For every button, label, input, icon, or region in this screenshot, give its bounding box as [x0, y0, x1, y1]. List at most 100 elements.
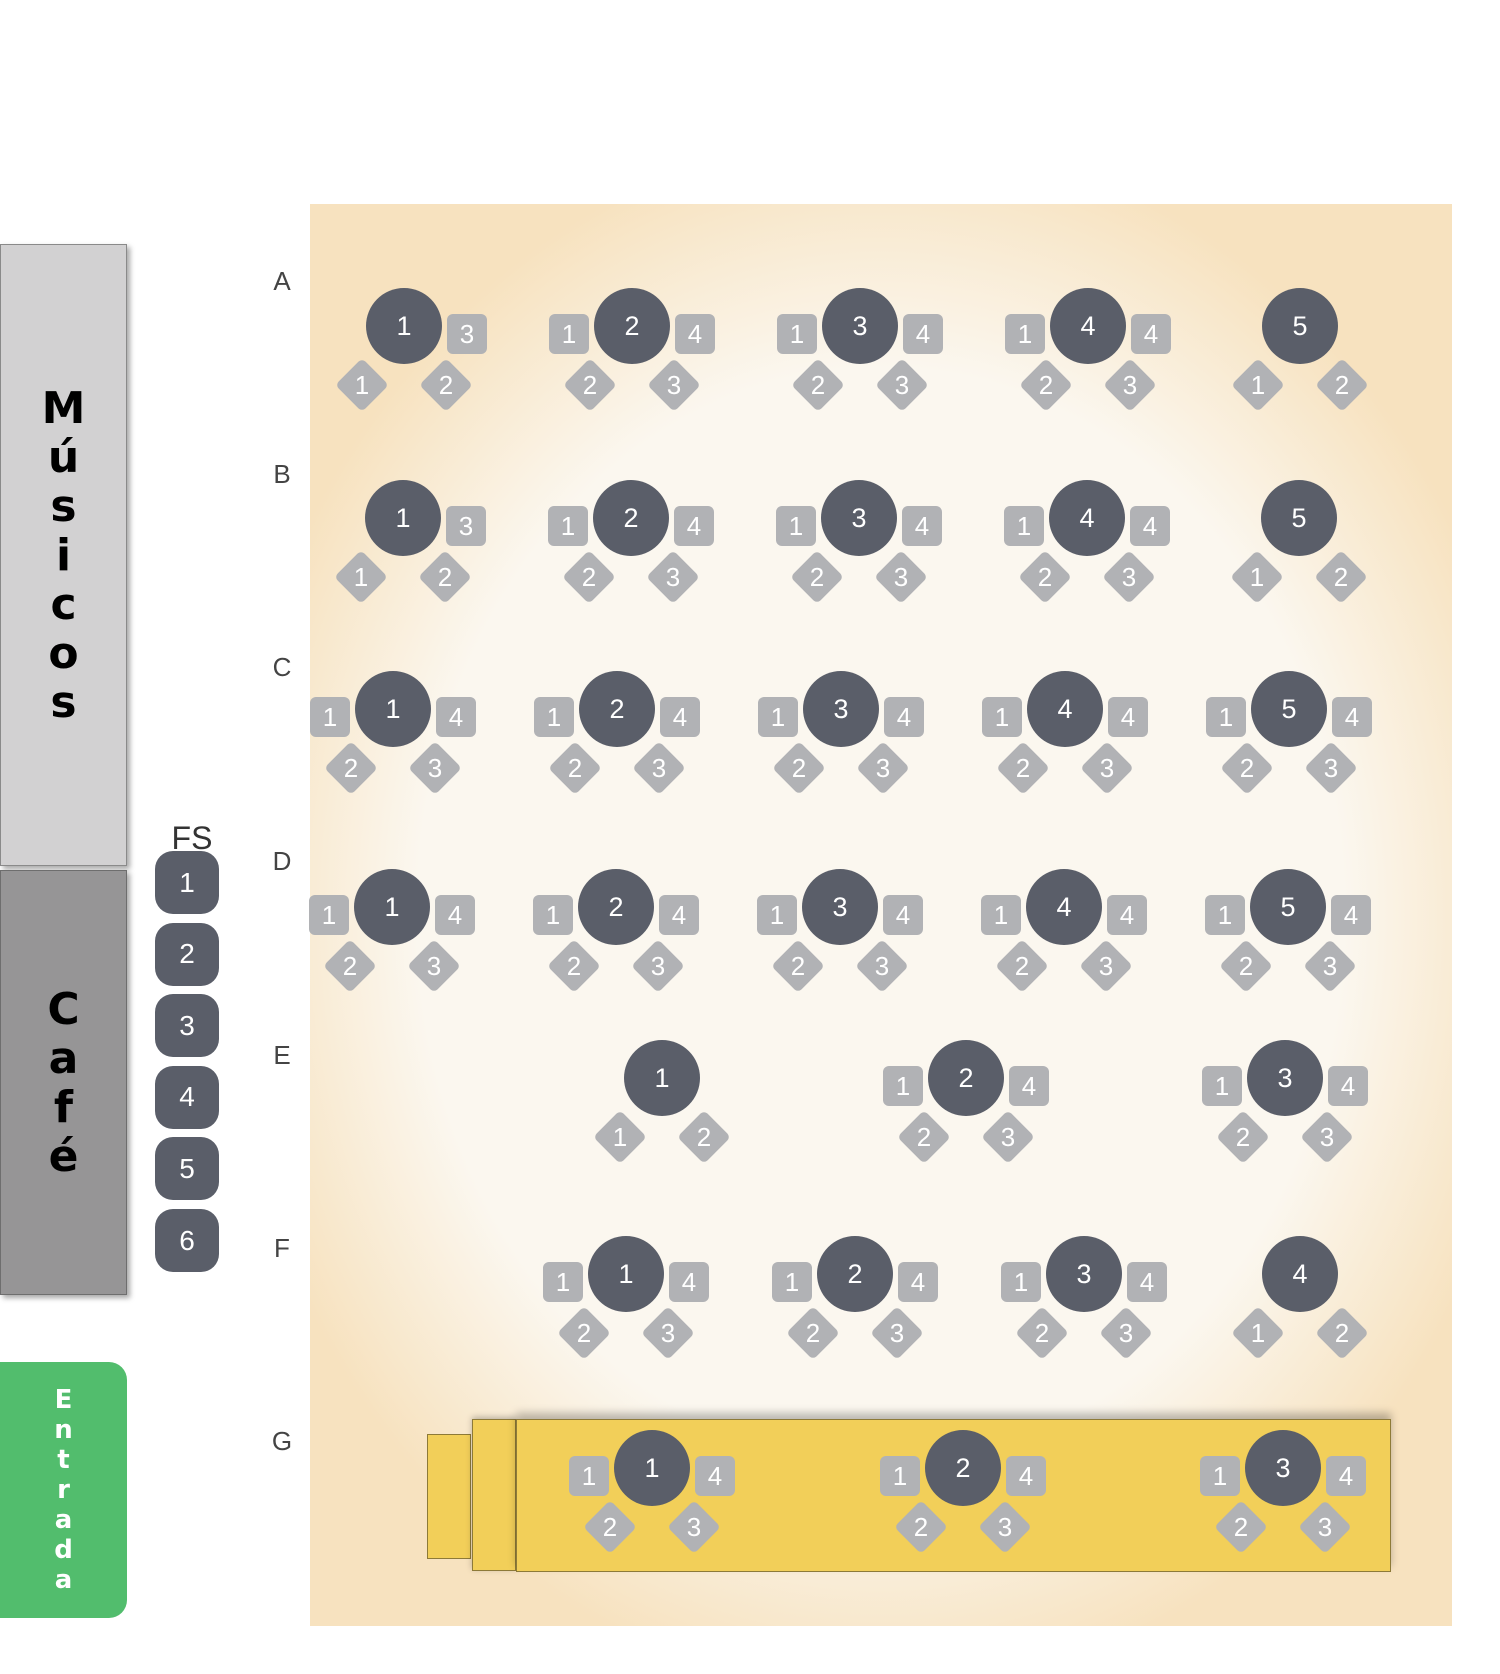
seat-diamond[interactable]: 3 [1298, 1500, 1352, 1554]
seat-square[interactable]: 4 [1130, 506, 1170, 546]
seat-diamond[interactable]: 3 [1079, 939, 1133, 993]
seat-diamond[interactable]: 2 [324, 741, 378, 795]
table[interactable]: 2 [593, 480, 669, 556]
seat-square[interactable]: 4 [1006, 1456, 1046, 1496]
seat-diamond[interactable]: 2 [418, 550, 472, 604]
seat-square[interactable]: 1 [982, 697, 1022, 737]
seat-diamond[interactable]: 1 [334, 550, 388, 604]
seat-square[interactable]: 1 [1205, 895, 1245, 935]
seat-square[interactable]: 4 [1331, 895, 1371, 935]
seat-diamond[interactable]: 2 [323, 939, 377, 993]
seat-square[interactable]: 1 [1004, 506, 1044, 546]
seat-diamond[interactable]: 2 [563, 358, 617, 412]
seat-diamond[interactable]: 2 [894, 1500, 948, 1554]
seat-diamond[interactable]: 2 [1214, 1500, 1268, 1554]
seat-diamond[interactable]: 2 [677, 1110, 731, 1164]
fs-seat[interactable]: 1 [155, 851, 219, 914]
seat-square[interactable]: 4 [674, 506, 714, 546]
seat-diamond[interactable]: 3 [875, 358, 929, 412]
table[interactable]: 2 [594, 288, 670, 364]
seat-diamond[interactable]: 2 [548, 741, 602, 795]
seat-diamond[interactable]: 3 [631, 939, 685, 993]
seat-square[interactable]: 4 [695, 1456, 735, 1496]
seat-square[interactable]: 4 [1332, 697, 1372, 737]
seat-square[interactable]: 4 [1127, 1262, 1167, 1302]
fs-seat[interactable]: 3 [155, 994, 219, 1058]
seat-diamond[interactable]: 2 [786, 1306, 840, 1360]
seat-square[interactable]: 4 [435, 895, 475, 935]
seat-square[interactable]: 1 [533, 895, 573, 935]
seat-diamond[interactable]: 2 [790, 550, 844, 604]
seat-square[interactable]: 4 [898, 1262, 938, 1302]
seat-diamond[interactable]: 3 [632, 741, 686, 795]
seat-square[interactable]: 4 [1328, 1066, 1368, 1106]
table[interactable]: 3 [821, 480, 897, 556]
table[interactable]: 1 [624, 1040, 700, 1116]
seat-diamond[interactable]: 1 [593, 1110, 647, 1164]
seat-square[interactable]: 4 [669, 1262, 709, 1302]
seat-square[interactable]: 4 [660, 697, 700, 737]
table[interactable]: 3 [802, 869, 878, 945]
seat-square[interactable]: 4 [1108, 697, 1148, 737]
table[interactable]: 1 [614, 1430, 690, 1506]
table[interactable]: 1 [365, 480, 441, 556]
seat-diamond[interactable]: 3 [874, 550, 928, 604]
seat-diamond[interactable]: 2 [1219, 939, 1273, 993]
seat-square[interactable]: 1 [543, 1262, 583, 1302]
table[interactable]: 1 [588, 1236, 664, 1312]
table[interactable]: 3 [1247, 1040, 1323, 1116]
seat-diamond[interactable]: 3 [1099, 1306, 1153, 1360]
seat-diamond[interactable]: 2 [562, 550, 616, 604]
table[interactable]: 5 [1250, 869, 1326, 945]
seat-diamond[interactable]: 2 [1019, 358, 1073, 412]
table[interactable]: 5 [1251, 671, 1327, 747]
seat-diamond[interactable]: 2 [1216, 1110, 1270, 1164]
seat-diamond[interactable]: 3 [1300, 1110, 1354, 1164]
seat-diamond[interactable]: 2 [897, 1110, 951, 1164]
seat-diamond[interactable]: 3 [1102, 550, 1156, 604]
table[interactable]: 4 [1262, 1236, 1338, 1312]
seat-square[interactable]: 4 [1107, 895, 1147, 935]
seat-square[interactable]: 1 [1206, 697, 1246, 737]
table[interactable]: 3 [1046, 1236, 1122, 1312]
seat-diamond[interactable]: 3 [1303, 939, 1357, 993]
table[interactable]: 1 [354, 869, 430, 945]
table[interactable]: 4 [1049, 480, 1125, 556]
seat-square[interactable]: 1 [981, 895, 1021, 935]
seat-diamond[interactable]: 3 [981, 1110, 1035, 1164]
seat-diamond[interactable]: 1 [335, 358, 389, 412]
table[interactable]: 3 [1245, 1430, 1321, 1506]
seat-square[interactable]: 1 [772, 1262, 812, 1302]
seat-square[interactable]: 4 [884, 697, 924, 737]
fs-seat[interactable]: 4 [155, 1065, 219, 1129]
seat-square[interactable]: 4 [659, 895, 699, 935]
seat-square[interactable]: 1 [534, 697, 574, 737]
seat-diamond[interactable]: 2 [1315, 358, 1369, 412]
seat-diamond[interactable]: 3 [978, 1500, 1032, 1554]
seat-square[interactable]: 1 [548, 506, 588, 546]
seat-square[interactable]: 1 [1001, 1262, 1041, 1302]
table[interactable]: 2 [925, 1430, 1001, 1506]
seat-diamond[interactable]: 2 [1315, 1306, 1369, 1360]
table[interactable]: 5 [1261, 480, 1337, 556]
seat-diamond[interactable]: 1 [1231, 358, 1285, 412]
seat-diamond[interactable]: 2 [419, 358, 473, 412]
seat-diamond[interactable]: 2 [547, 939, 601, 993]
seat-square[interactable]: 4 [675, 314, 715, 354]
seat-square[interactable]: 1 [1202, 1066, 1242, 1106]
seat-square[interactable]: 1 [1005, 314, 1045, 354]
seat-diamond[interactable]: 3 [1080, 741, 1134, 795]
seat-square[interactable]: 1 [757, 895, 797, 935]
seat-square[interactable]: 1 [776, 506, 816, 546]
table[interactable]: 5 [1262, 288, 1338, 364]
table[interactable]: 4 [1027, 671, 1103, 747]
seat-square[interactable]: 1 [310, 697, 350, 737]
seat-diamond[interactable]: 1 [1231, 1306, 1285, 1360]
seat-diamond[interactable]: 1 [1230, 550, 1284, 604]
seat-square[interactable]: 3 [446, 506, 486, 546]
seat-diamond[interactable]: 2 [995, 939, 1049, 993]
seat-square[interactable]: 4 [436, 697, 476, 737]
seat-square[interactable]: 1 [309, 895, 349, 935]
seat-diamond[interactable]: 3 [855, 939, 909, 993]
